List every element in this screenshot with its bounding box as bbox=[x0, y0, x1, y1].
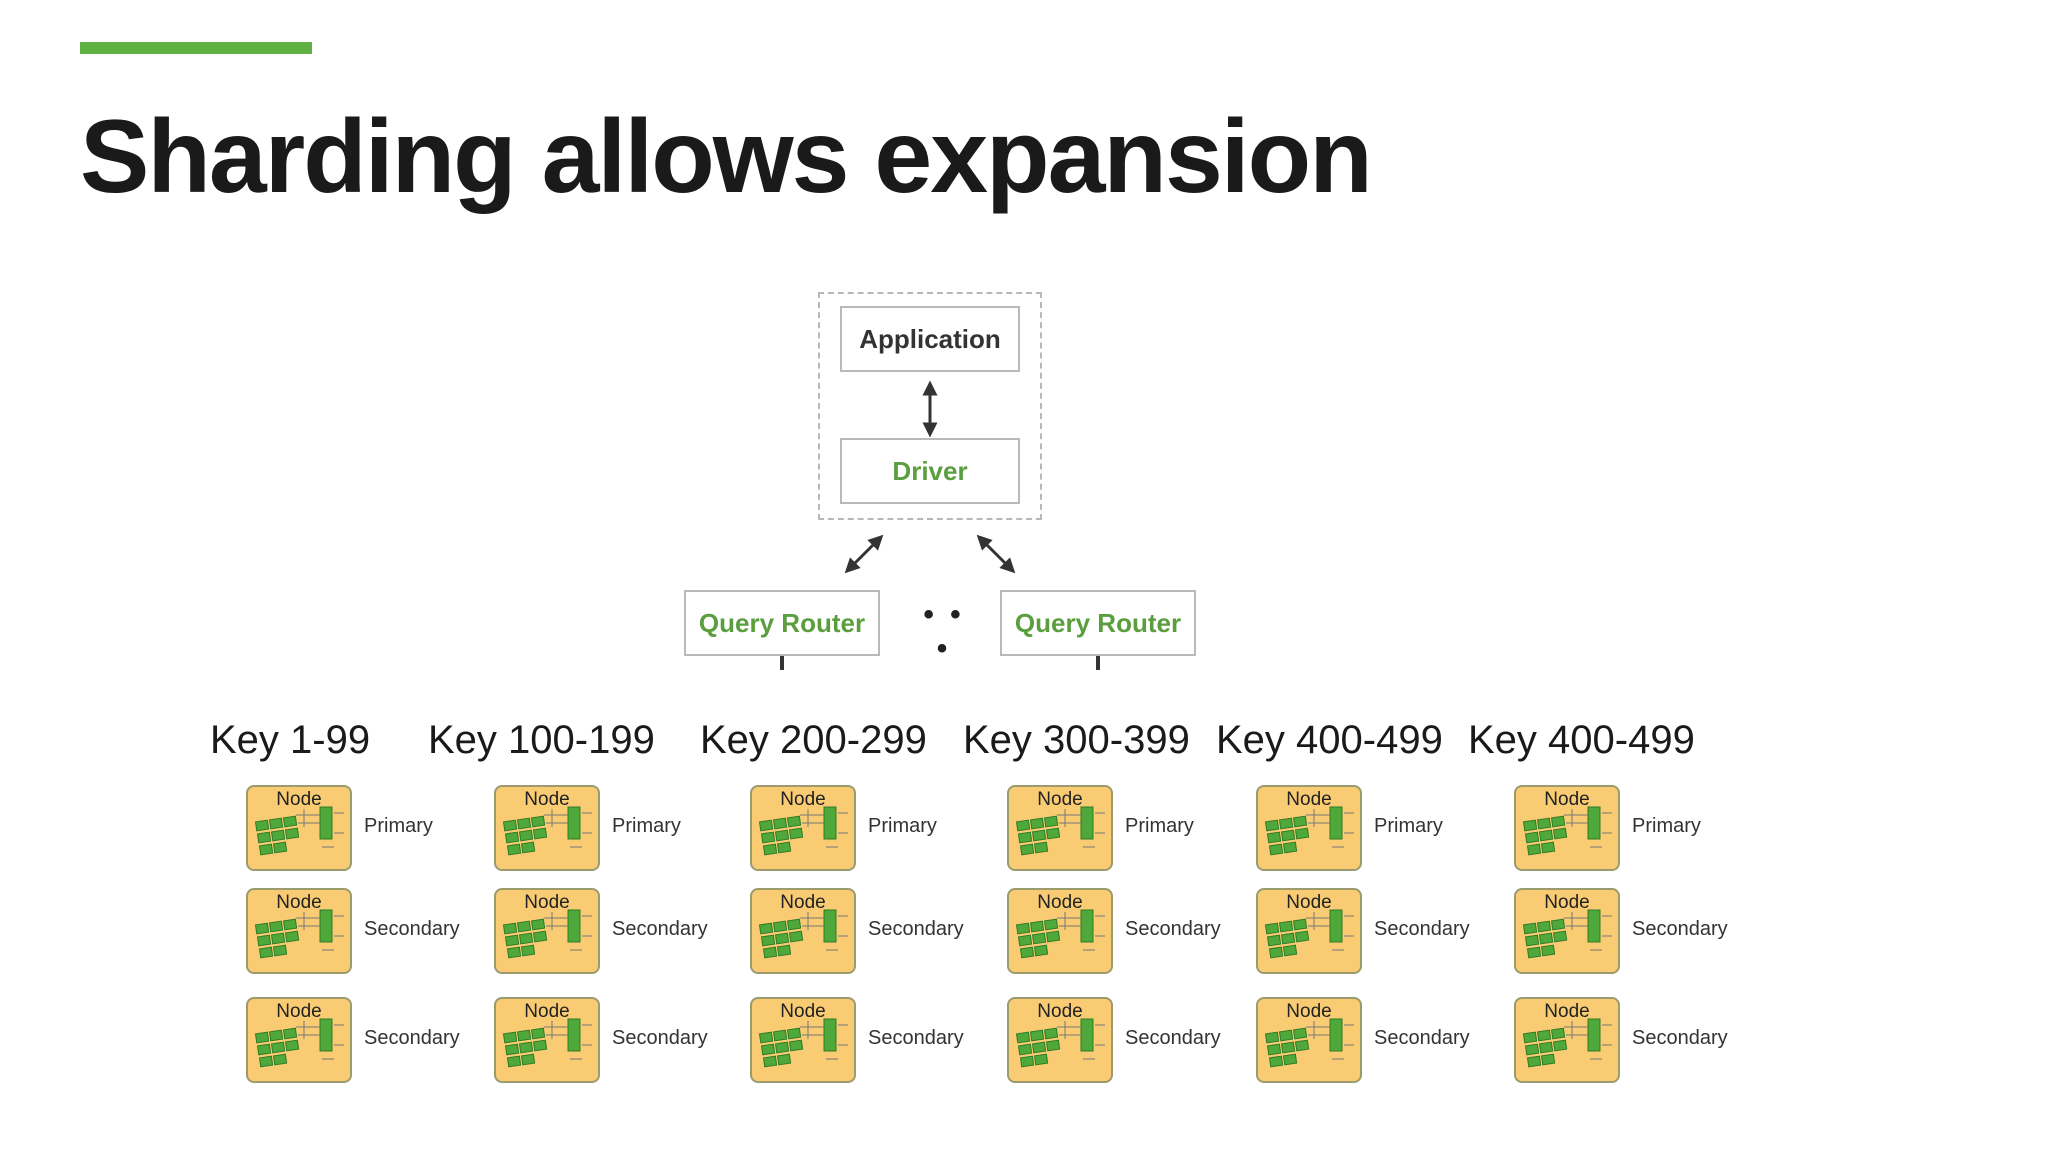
shard-key-label: Key 400-499 bbox=[1216, 718, 1443, 762]
shard-key-label: Key 400-499 bbox=[1468, 718, 1695, 762]
node-label: Node bbox=[1037, 892, 1083, 913]
secondary-role-label: Secondary bbox=[364, 918, 460, 940]
node-label: Node bbox=[1286, 789, 1332, 810]
node-icon: Node bbox=[1007, 785, 1113, 871]
node-icon: Node bbox=[750, 888, 856, 974]
node-icon: Node bbox=[494, 997, 600, 1083]
node-icon: Node bbox=[494, 888, 600, 974]
node-icon: Node bbox=[1256, 888, 1362, 974]
slide-title: Sharding allows expansion bbox=[80, 99, 1373, 215]
node-label: Node bbox=[524, 892, 570, 913]
secondary-role-label: Secondary bbox=[1632, 1027, 1728, 1049]
node-icon: Node bbox=[1256, 785, 1362, 871]
node-label: Node bbox=[276, 789, 322, 810]
node-label: Node bbox=[524, 789, 570, 810]
primary-role-label: Primary bbox=[868, 815, 937, 837]
secondary-role-label: Secondary bbox=[1632, 918, 1728, 940]
shard-key-label: Key 300-399 bbox=[963, 718, 1190, 762]
secondary-role-label: Secondary bbox=[1125, 918, 1221, 940]
node-label: Node bbox=[1544, 789, 1590, 810]
node-label: Node bbox=[1037, 789, 1083, 810]
node-label: Node bbox=[1286, 892, 1332, 913]
secondary-role-label: Secondary bbox=[1374, 918, 1470, 940]
node-label: Node bbox=[1286, 1001, 1332, 1022]
node-icon: Node bbox=[1007, 888, 1113, 974]
node-label: Node bbox=[1544, 892, 1590, 913]
query-router-box: Query Router bbox=[1000, 590, 1196, 656]
shard-key-label: Key 200-299 bbox=[700, 718, 927, 762]
node-label: Node bbox=[780, 1001, 826, 1022]
secondary-role-label: Secondary bbox=[364, 1027, 460, 1049]
driver-router-arrow-left bbox=[844, 534, 884, 574]
node-icon: Node bbox=[1514, 785, 1620, 871]
secondary-role-label: Secondary bbox=[1374, 1027, 1470, 1049]
secondary-role-label: Secondary bbox=[1125, 1027, 1221, 1049]
node-icon: Node bbox=[246, 997, 352, 1083]
node-icon: Node bbox=[246, 888, 352, 974]
node-icon: Node bbox=[494, 785, 600, 871]
node-icon: Node bbox=[1514, 997, 1620, 1083]
node-label: Node bbox=[276, 892, 322, 913]
primary-role-label: Primary bbox=[364, 815, 433, 837]
node-label: Node bbox=[524, 1001, 570, 1022]
node-icon: Node bbox=[246, 785, 352, 871]
node-label: Node bbox=[780, 892, 826, 913]
secondary-role-label: Secondary bbox=[612, 1027, 708, 1049]
node-icon: Node bbox=[750, 997, 856, 1083]
secondary-role-label: Secondary bbox=[868, 918, 964, 940]
driver-box: Driver bbox=[840, 438, 1020, 504]
node-label: Node bbox=[780, 789, 826, 810]
node-label: Node bbox=[1037, 1001, 1083, 1022]
application-box: Application bbox=[840, 306, 1020, 372]
node-icon: Node bbox=[750, 785, 856, 871]
primary-role-label: Primary bbox=[612, 815, 681, 837]
node-icon: Node bbox=[1007, 997, 1113, 1083]
primary-role-label: Primary bbox=[1632, 815, 1701, 837]
query-router-box: Query Router bbox=[684, 590, 880, 656]
shard-key-label: Key 100-199 bbox=[428, 718, 655, 762]
router-ellipsis: • • • bbox=[923, 598, 965, 665]
node-label: Node bbox=[1544, 1001, 1590, 1022]
node-icon: Node bbox=[1514, 888, 1620, 974]
driver-router-arrow-right bbox=[976, 534, 1016, 574]
accent-bar bbox=[80, 42, 312, 54]
primary-role-label: Primary bbox=[1374, 815, 1443, 837]
primary-role-label: Primary bbox=[1125, 815, 1194, 837]
node-icon: Node bbox=[1256, 997, 1362, 1083]
node-label: Node bbox=[276, 1001, 322, 1022]
secondary-role-label: Secondary bbox=[868, 1027, 964, 1049]
client-group-boundary bbox=[818, 292, 1042, 520]
shard-key-label: Key 1-99 bbox=[210, 718, 371, 762]
secondary-role-label: Secondary bbox=[612, 918, 708, 940]
